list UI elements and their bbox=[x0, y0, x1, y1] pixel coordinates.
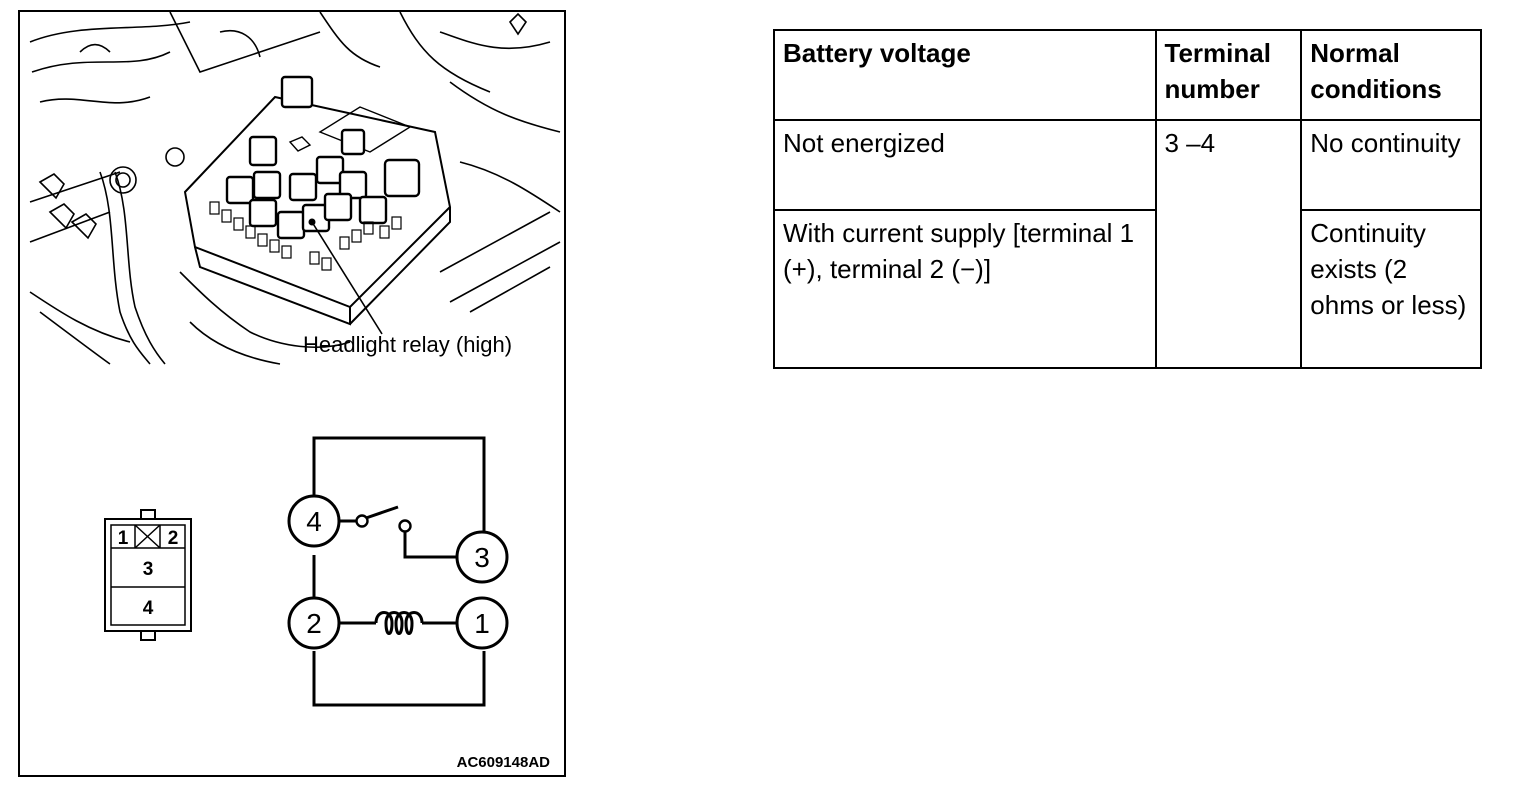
schematic-terminal-circles bbox=[287, 494, 509, 650]
connector-diagram bbox=[104, 509, 192, 641]
header-battery-voltage: Battery voltage bbox=[773, 29, 1157, 121]
engine-bay-illustration bbox=[29, 12, 561, 365]
connector-pin-2: 2 bbox=[168, 528, 179, 549]
relay-box-fuses bbox=[225, 75, 421, 240]
cell-normal-condition: Continuity exists (2 ohms or less) bbox=[1300, 209, 1482, 369]
relay-box-small-fuses bbox=[209, 201, 402, 271]
schematic-terminal-4: 4 bbox=[306, 506, 322, 537]
schematic-terminal-2: 2 bbox=[306, 608, 322, 639]
cell-normal-condition: No continuity bbox=[1300, 119, 1482, 211]
cell-battery-voltage: With current supply [terminal 1 (+), ter… bbox=[773, 209, 1157, 369]
header-terminal-number: Terminal number bbox=[1154, 29, 1303, 121]
schematic-terminal-1: 1 bbox=[474, 608, 490, 639]
relay-figure: 1 2 3 4 4 3 2 1 Headlight relay (hi bbox=[18, 10, 566, 777]
schematic-terminal-3: 3 bbox=[474, 542, 490, 573]
relay-box bbox=[183, 95, 452, 326]
figure-id: AC609148AD bbox=[456, 754, 550, 771]
table-header-row: Battery voltage Terminal number Normal c… bbox=[773, 29, 1482, 121]
header-normal-conditions: Normal conditions bbox=[1300, 29, 1482, 121]
table-row: With current supply [terminal 1 (+), ter… bbox=[773, 209, 1482, 369]
connector-pin-3: 3 bbox=[143, 559, 154, 580]
table-row: Not energized 3 –4 No continuity bbox=[773, 119, 1482, 369]
cell-terminal-number: 3 –4 bbox=[1154, 119, 1303, 369]
cell-battery-voltage: Not energized bbox=[773, 119, 1157, 211]
connector-pin-1: 1 bbox=[118, 528, 129, 549]
relay-callout-leader bbox=[308, 218, 383, 335]
headlight-relay-callout-label: Headlight relay (high) bbox=[303, 332, 513, 357]
connector-pin-4: 4 bbox=[143, 598, 154, 619]
relay-inspection-table: Battery voltage Terminal number Normal c… bbox=[773, 29, 1482, 369]
relay-schematic bbox=[312, 436, 486, 707]
figure-drawing: 1 2 3 4 4 3 2 1 bbox=[29, 12, 561, 707]
